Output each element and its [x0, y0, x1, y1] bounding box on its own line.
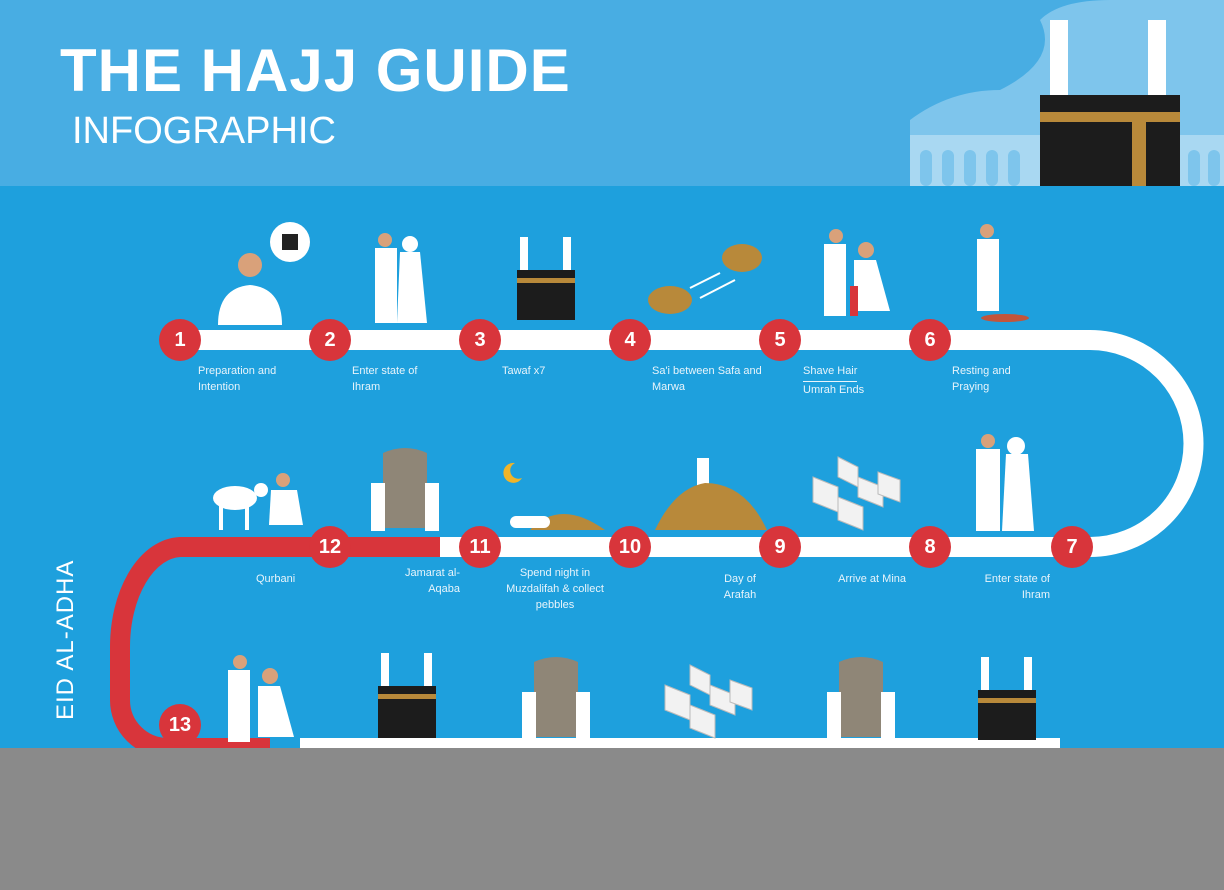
step-5-marker: 5	[759, 319, 801, 361]
step-6-marker: 6	[909, 319, 951, 361]
step-3-label: Tawaf x7	[502, 365, 546, 377]
kaaba-icon	[978, 657, 1036, 740]
jamarat-pillar-icon	[371, 448, 439, 531]
step-7-label: Enter state of Ihram	[984, 573, 1050, 601]
jamarat-pillar-icon	[827, 657, 895, 738]
pilgrims-ihram-icon	[976, 434, 1034, 531]
step-1-marker: 1	[159, 319, 201, 361]
step-9-marker: 9	[759, 526, 801, 568]
step-5-label: Shave Hair Umrah Ends	[803, 363, 923, 398]
tents-icon	[812, 456, 901, 531]
page-title: THE HAJJ GUIDE	[60, 37, 571, 104]
praying-pilgrim-icon	[977, 224, 1029, 322]
step-12-label: Qurbani	[256, 573, 296, 585]
haircut-icon	[228, 655, 294, 742]
step-8-label: Arrive at Mina	[838, 573, 906, 585]
kaaba-mosque-illustration-icon	[910, 0, 1224, 186]
step-4-label: Sa'i between Safa and Marwa	[652, 365, 762, 393]
step-2-label: Enter state of Ihram	[352, 365, 418, 393]
step-11-label: Jamarat al-Aqaba	[404, 567, 460, 595]
step-8-marker: 8	[909, 526, 951, 568]
grey-overlay	[0, 748, 1224, 890]
sheep-sacrifice-icon	[213, 473, 303, 530]
kaaba-icon	[378, 653, 436, 738]
pilgrims-ihram-icon	[375, 233, 427, 323]
step-3-marker: 3	[459, 319, 501, 361]
step-6-label: Resting and Praying	[952, 365, 1011, 393]
step-11-marker: 11	[459, 526, 501, 568]
step-10-label: Spend night in Muzdalifah & collect pebb…	[506, 567, 604, 611]
tents-icon	[664, 664, 753, 739]
page-subtitle: INFOGRAPHIC	[72, 110, 336, 152]
kaaba-icon	[517, 237, 575, 320]
haircut-icon	[824, 229, 890, 316]
eid-al-adha-label: EID AL-ADHA	[52, 559, 79, 720]
hills-icon	[648, 244, 762, 314]
step-4-marker: 4	[609, 319, 651, 361]
step-10-marker: 10	[609, 526, 651, 568]
header-banner: THE HAJJ GUIDE INFOGRAPHIC	[0, 0, 1224, 186]
step-5-label-line2: Umrah Ends	[803, 384, 865, 396]
step-5-label-line1: Shave Hair	[803, 363, 858, 382]
step-7-marker: 7	[1051, 526, 1093, 568]
step-9-label: Day of Arafah	[723, 573, 757, 601]
step-13-marker: 13	[159, 704, 201, 746]
step-2-marker: 2	[309, 319, 351, 361]
step-12-marker: 12	[309, 526, 351, 568]
step-1-label: Preparation and Intention	[198, 365, 277, 393]
pilgrim-thinking-kaaba-icon	[218, 222, 310, 325]
mount-arafah-icon	[655, 458, 767, 530]
jamarat-pillar-icon	[522, 657, 590, 738]
sleeping-pilgrim-icon	[503, 462, 605, 530]
